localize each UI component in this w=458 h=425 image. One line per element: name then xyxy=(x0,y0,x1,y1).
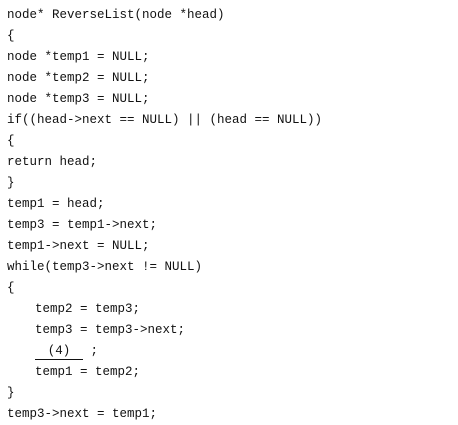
code-line: temp3 = temp1->next; xyxy=(7,218,158,232)
code-line: temp2 = temp3; xyxy=(35,302,141,316)
open-brace: { xyxy=(7,281,15,295)
code-line: temp1 = temp2; xyxy=(35,365,141,379)
fill-in-blank: (4) xyxy=(35,343,83,360)
code-line: temp3->next = temp1; xyxy=(7,407,158,421)
while-condition: while(temp3->next != NULL) xyxy=(7,260,203,274)
code-line: temp1 = head; xyxy=(7,197,105,211)
code-line: node *temp3 = NULL; xyxy=(7,92,150,106)
code-listing: node* ReverseList(node *head) { node *te… xyxy=(7,5,455,425)
code-line: node *temp2 = NULL; xyxy=(7,71,150,85)
blank-semicolon: ; xyxy=(90,344,99,358)
open-brace: { xyxy=(7,29,15,43)
open-brace: { xyxy=(7,134,15,148)
function-signature: node* ReverseList(node *head) xyxy=(7,8,225,22)
close-brace: } xyxy=(7,176,15,190)
close-brace: } xyxy=(7,386,15,400)
code-line: temp3 = temp3->next; xyxy=(35,323,186,337)
return-statement: return head; xyxy=(7,155,98,169)
fill-in-blank-line: (4) ; xyxy=(7,341,455,362)
code-line: node *temp1 = NULL; xyxy=(7,50,150,64)
code-line: temp1->next = NULL; xyxy=(7,239,150,253)
if-condition: if((head->next == NULL) || (head == NULL… xyxy=(7,113,323,127)
